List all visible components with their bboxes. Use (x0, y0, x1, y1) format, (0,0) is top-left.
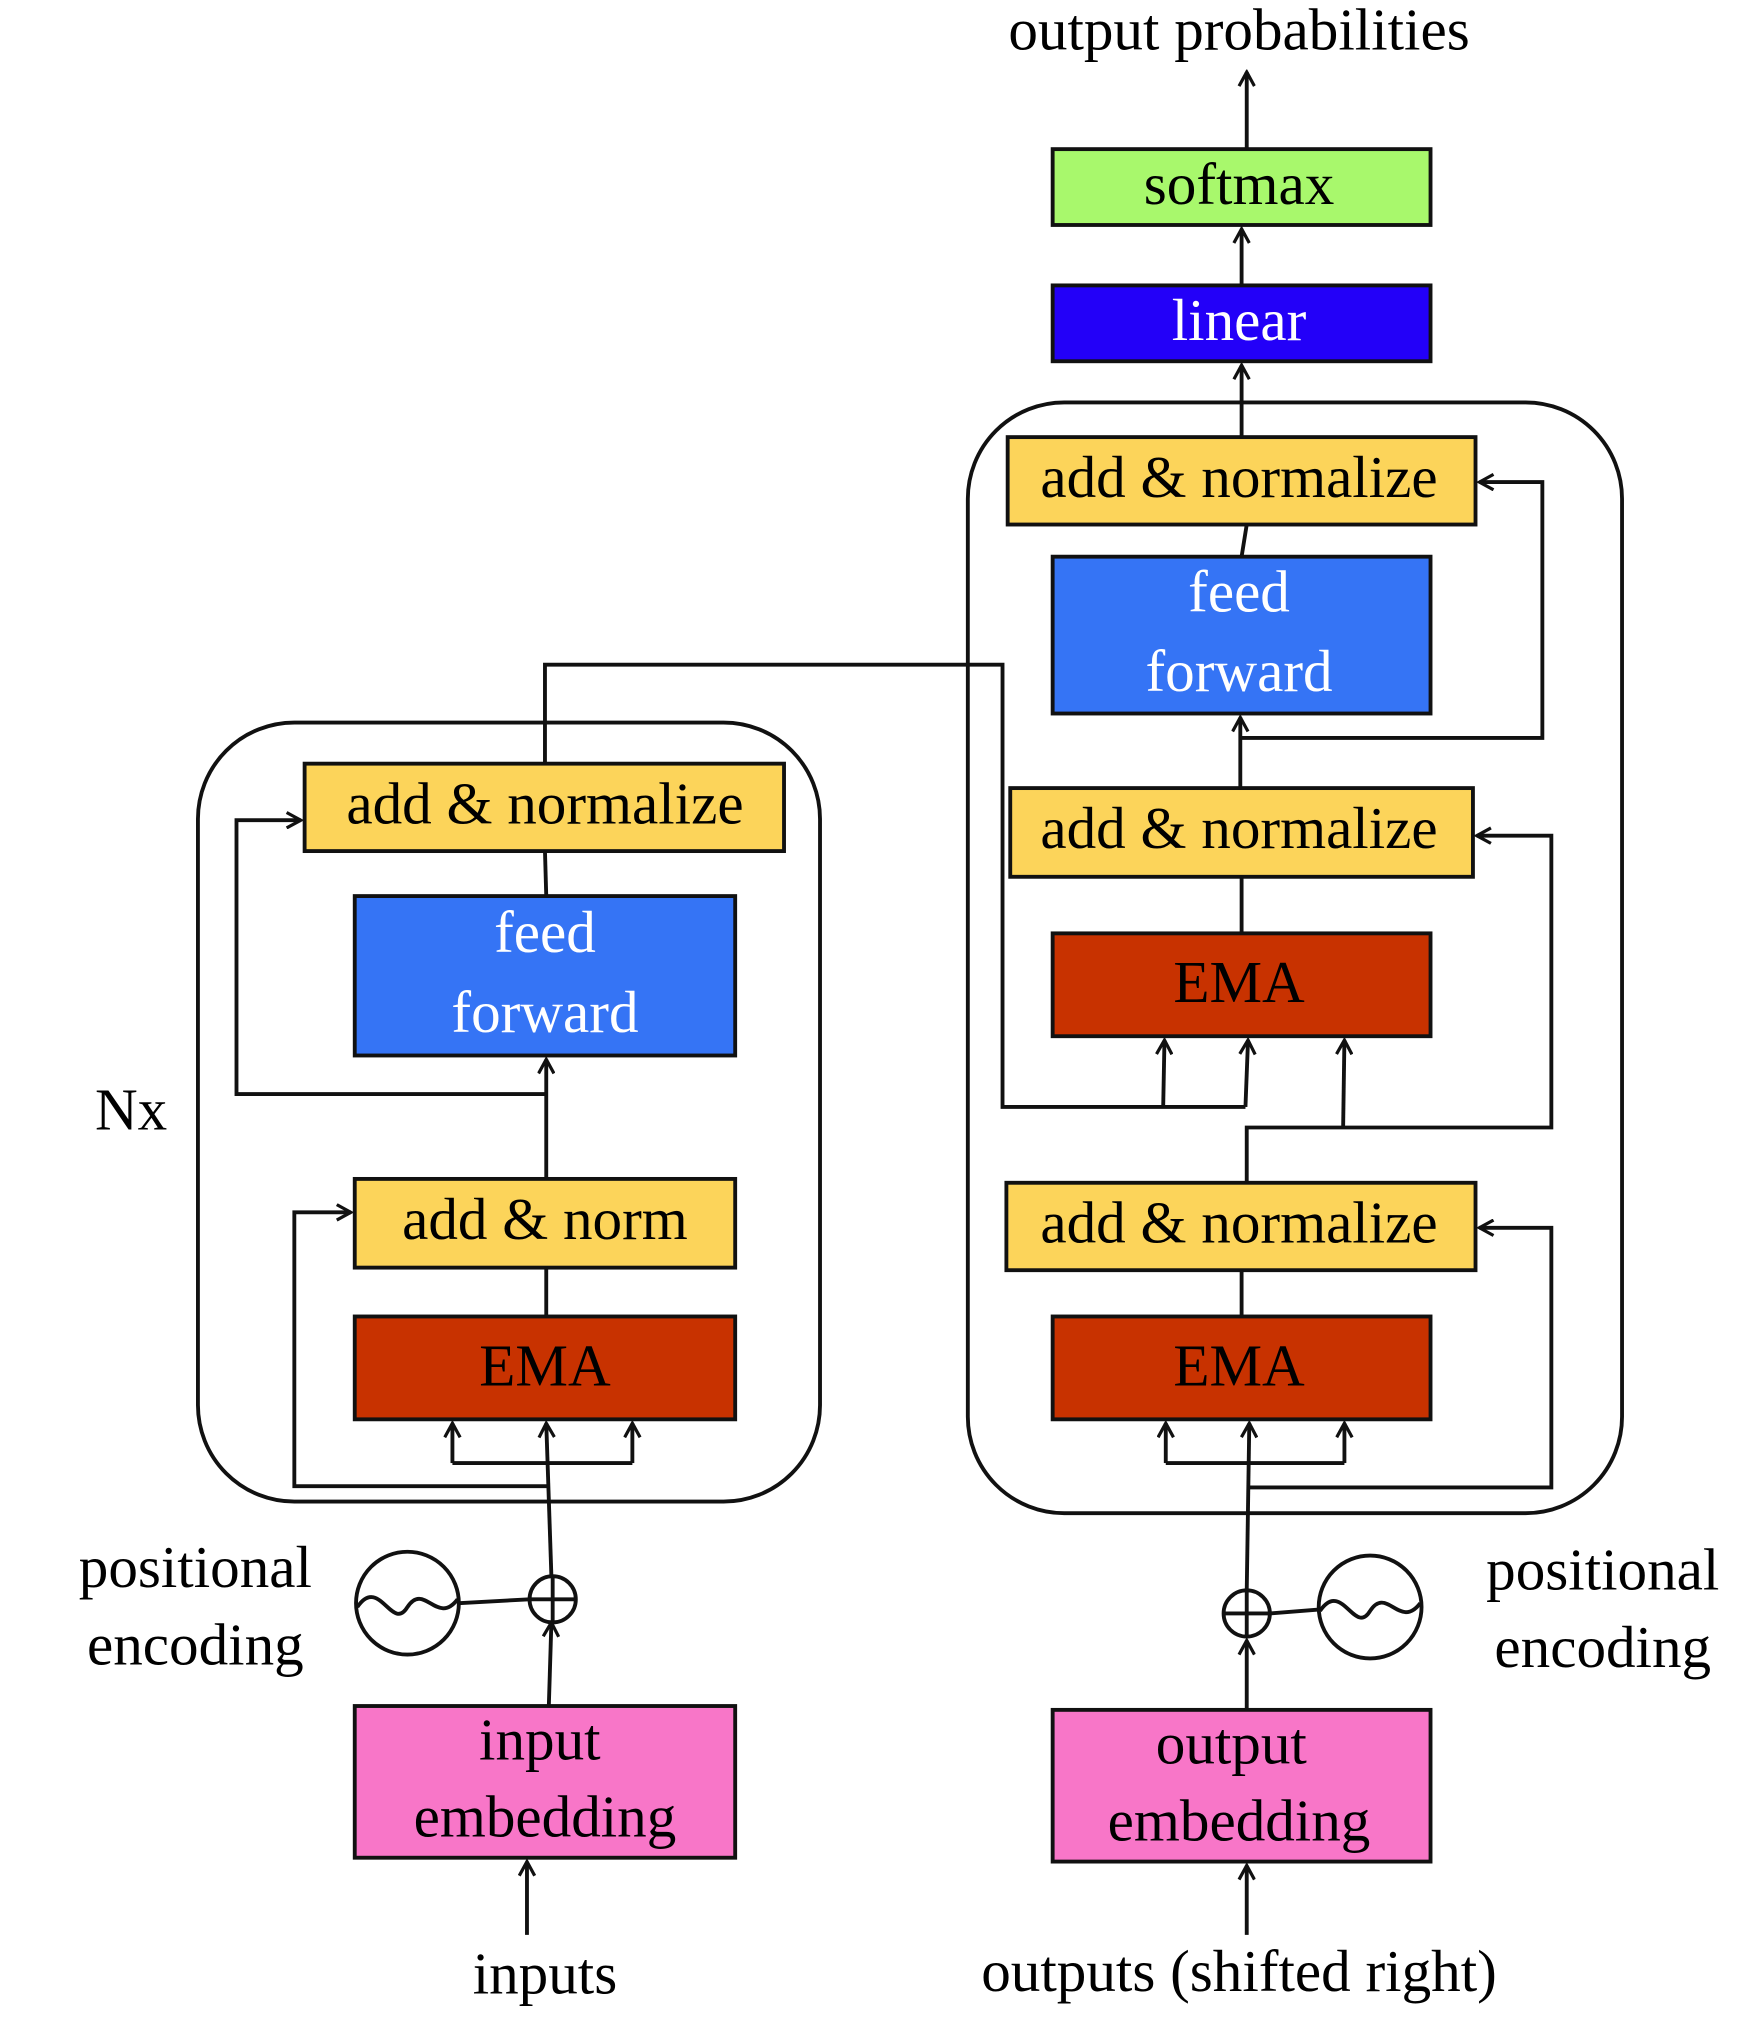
decoder-add-normalize-mid-label: add & normalize (1040, 795, 1437, 861)
linear-label: linear (1172, 287, 1307, 353)
inputs-label: inputs (473, 1940, 618, 2006)
outputs-shifted-right-label: outputs (shifted right) (981, 1938, 1497, 2004)
encoder-sine-icon (354, 1549, 461, 1657)
output-embedding (1050, 1707, 1433, 1864)
decoder-pe-line2: encoding (1494, 1614, 1711, 1680)
encoder-connections (234, 662, 1246, 1935)
decoder-ema-bottom-label: EMA (1173, 1332, 1305, 1398)
encoder-pe-line1: positional (79, 1534, 312, 1600)
decoder-ff-line2: forward (1145, 638, 1332, 704)
softmax (1050, 147, 1433, 227)
encoder-ema-label: EMA (479, 1332, 611, 1398)
decoder-add-icon (1221, 1588, 1272, 1639)
decoder-feed-forward (1050, 554, 1433, 716)
softmax-label: softmax (1144, 151, 1334, 217)
encoder-add-icon (527, 1574, 578, 1625)
encoder-add-norm-label: add & norm (402, 1186, 688, 1252)
encoder-block (196, 720, 822, 1504)
decoder-add-normalize-top (1005, 435, 1478, 527)
output-probabilities-label: output probabilities (1008, 0, 1469, 63)
decoder-add-normalize-bottom (1004, 1180, 1478, 1273)
decoder-ema-mid-label: EMA (1173, 949, 1305, 1015)
decoder-ema-bottom (1050, 1314, 1433, 1422)
encoder-pe-line2: encoding (87, 1611, 304, 1677)
decoder-sine-icon (1316, 1553, 1424, 1661)
decoder-connections (1163, 72, 1554, 1935)
output-embedding-line1: output (1156, 1710, 1308, 1776)
input-embedding-line1: input (479, 1706, 601, 1772)
decoder-ff-line1: feed (1188, 558, 1290, 624)
decoder-block (965, 400, 1624, 1516)
decoder-add-normalize-bottom-label: add & normalize (1040, 1190, 1437, 1256)
input-embedding-line2: embedding (414, 1784, 677, 1850)
nx-label: Nx (95, 1076, 167, 1142)
decoder-pe-line1: positional (1486, 1537, 1719, 1603)
encoder-ff-line2: forward (451, 979, 638, 1045)
decoder-add-normalize-top-label: add & normalize (1040, 444, 1437, 510)
input-embedding (352, 1704, 738, 1860)
output-embedding-line2: embedding (1108, 1787, 1371, 1853)
encoder-ff-line1: feed (494, 899, 596, 965)
encoder-add-normalize-top-label: add & normalize (346, 771, 743, 837)
encoder-feed-forward (352, 894, 738, 1058)
